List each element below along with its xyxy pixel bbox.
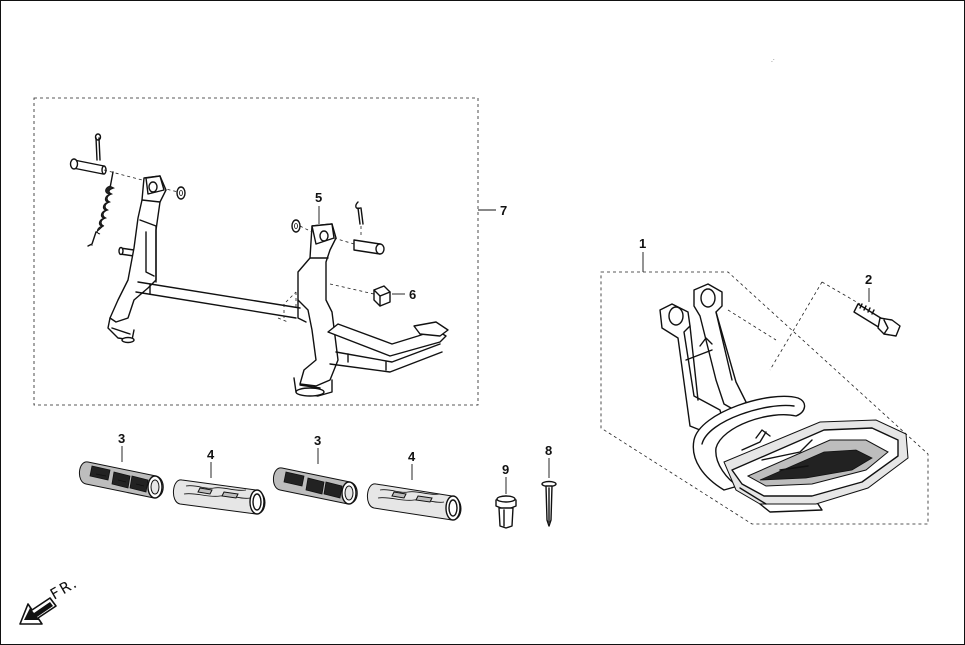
- callout-5[interactable]: 5: [315, 190, 322, 205]
- push-rivet-8[interactable]: 8: [541, 443, 557, 527]
- washer-right[interactable]: [291, 219, 301, 233]
- collar-bolt-9[interactable]: 9: [495, 462, 517, 529]
- callout-7[interactable]: 7: [500, 203, 507, 218]
- main-stand-right-leg[interactable]: [293, 223, 339, 397]
- return-spring[interactable]: [87, 171, 116, 247]
- grip-rubber-3b[interactable]: 3: [273, 433, 358, 505]
- stand-kick-arm[interactable]: [327, 321, 449, 373]
- flange-bolt[interactable]: [853, 303, 901, 337]
- front-direction-indicator: FR.: [19, 573, 81, 625]
- main-stand-cross-tube: [135, 281, 301, 319]
- direction-label: FR.: [47, 573, 81, 603]
- grip-rubber-3a[interactable]: 3: [79, 431, 164, 499]
- cotter-pin-left[interactable]: [94, 133, 102, 161]
- main-stand-left-leg[interactable]: [107, 175, 167, 344]
- cotter-pin-right[interactable]: [355, 201, 364, 225]
- callout-6[interactable]: 6: [409, 287, 416, 302]
- callout-2[interactable]: 2: [865, 272, 872, 287]
- washer-left[interactable]: [176, 186, 186, 200]
- clevis-pin-left[interactable]: [69, 158, 107, 175]
- assembly-7-boundary: [33, 97, 479, 406]
- callout-4a[interactable]: 4: [207, 447, 215, 462]
- callout-8[interactable]: 8: [545, 443, 552, 458]
- stand-stud: [118, 246, 135, 257]
- callout-1[interactable]: 1: [639, 236, 646, 251]
- callout-4b[interactable]: 4: [408, 449, 416, 464]
- callout-9[interactable]: 9: [502, 462, 509, 477]
- callout-3b[interactable]: 3: [314, 433, 321, 448]
- stray-mark: .·: [771, 57, 775, 64]
- stand-nut[interactable]: [373, 285, 391, 307]
- grip-rubber-4b[interactable]: 4: [367, 449, 462, 521]
- clevis-pin-right[interactable]: [353, 239, 385, 255]
- assembly-1-boundary: [600, 271, 929, 525]
- rear-step-bracket[interactable]: [659, 283, 909, 513]
- callout-3a[interactable]: 3: [118, 431, 125, 446]
- grip-rubber-4a[interactable]: 4: [173, 447, 266, 515]
